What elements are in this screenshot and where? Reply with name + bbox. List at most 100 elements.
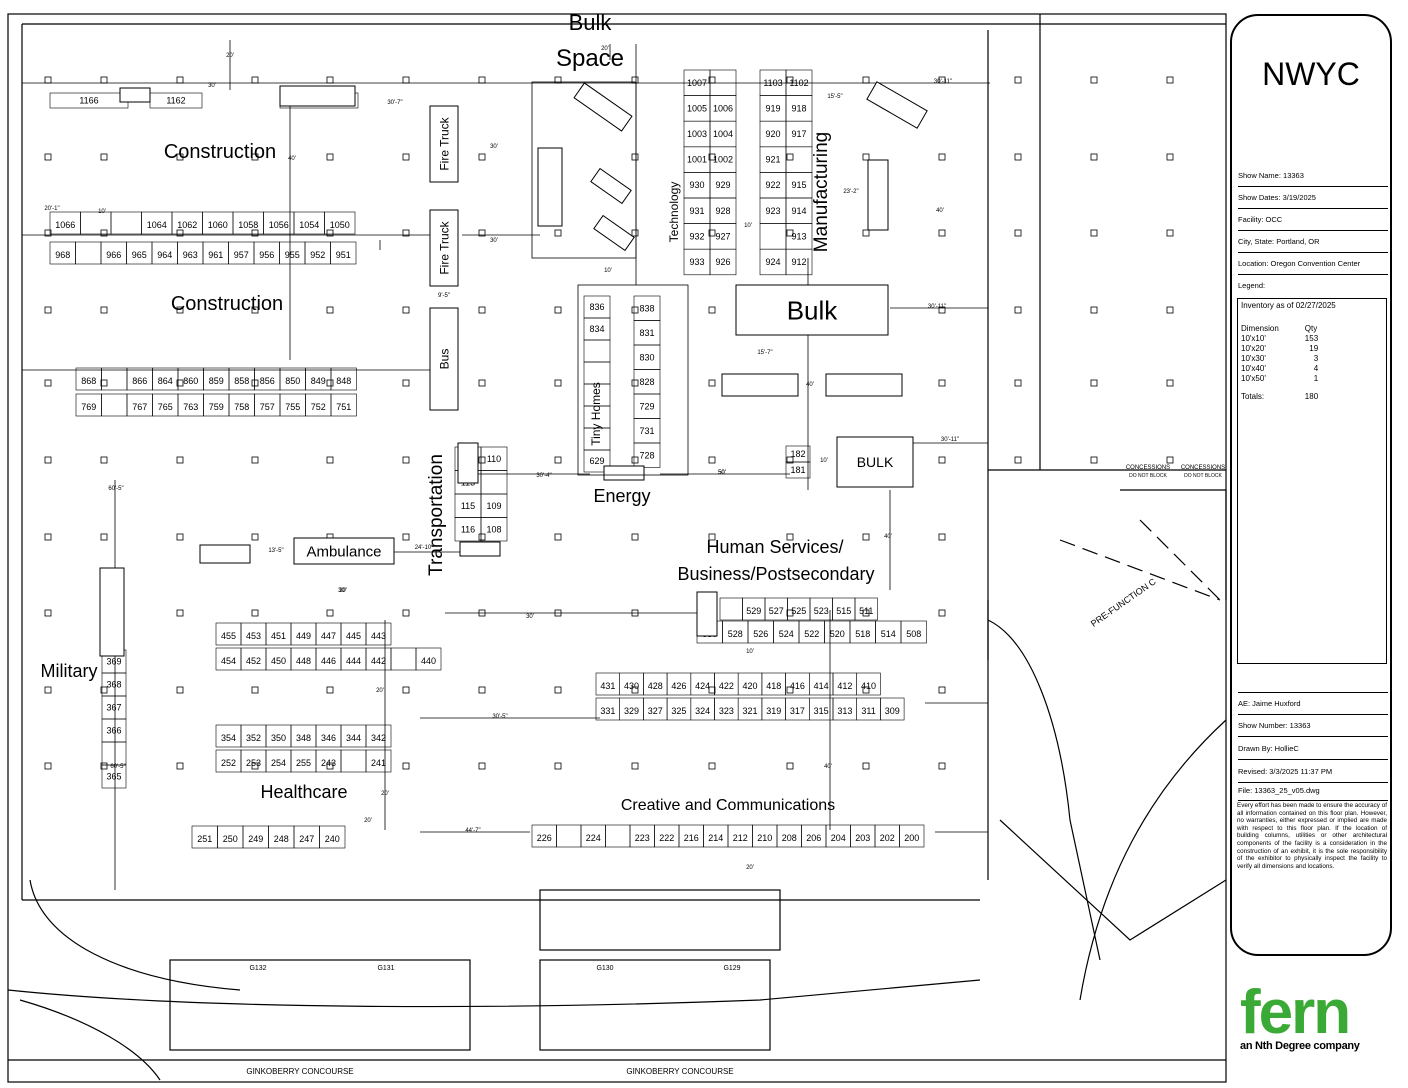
dimension-label: 23'-2" (843, 189, 858, 195)
column (1014, 306, 1022, 314)
booth (719, 597, 743, 621)
booth-number: 451 (271, 631, 286, 641)
booth (900, 620, 927, 644)
column (1166, 153, 1174, 161)
vehicle (459, 541, 501, 557)
column (554, 456, 562, 464)
zone-label: Tiny Homes (589, 382, 603, 446)
booth-number: 926 (715, 257, 730, 267)
column (1014, 153, 1022, 161)
booth-number: 454 (221, 656, 236, 666)
booth-number: 410 (861, 681, 876, 691)
booth-number: 342 (371, 733, 386, 743)
booth-number: 860 (183, 376, 198, 386)
column (1166, 379, 1174, 387)
totals-label: Totals: (1241, 392, 1265, 401)
booth (101, 393, 128, 417)
booth-number: 728 (639, 450, 654, 460)
column (44, 379, 52, 387)
inventory-dimension: 10'x30' (1241, 354, 1266, 363)
title-block-panel: NWYC Show Name: 13363 Show Dates: 3/19/2… (1230, 14, 1392, 956)
column (251, 229, 259, 237)
booth-number: 254 (271, 758, 286, 768)
booth-number: 1060 (208, 220, 228, 230)
column (176, 456, 184, 464)
dimension-label: 13'-5" (268, 548, 283, 554)
column (326, 153, 334, 161)
booth-number: 251 (197, 834, 212, 844)
city-state: City, State: Portland, OR (1238, 231, 1388, 253)
column (44, 533, 52, 541)
dimension-label: 10' (746, 649, 754, 655)
column (1090, 306, 1098, 314)
zone-label: Construction (164, 141, 276, 163)
column (554, 306, 562, 314)
dimension-label: 20' (226, 53, 234, 59)
column (1166, 306, 1174, 314)
booth-number: 448 (296, 656, 311, 666)
dimension-label: 20' (601, 46, 609, 52)
boxed-display: Ambulance (293, 537, 395, 565)
column (708, 686, 716, 694)
booth-number: 325 (671, 706, 686, 716)
booth-number: 329 (624, 706, 639, 716)
revised-date: Revised: 3/3/2025 11:37 PM (1238, 761, 1388, 783)
booth-number: 931 (689, 206, 704, 216)
column (862, 153, 870, 161)
column (862, 76, 870, 84)
booth-number: 1162 (166, 96, 185, 106)
column (251, 379, 259, 387)
zone-label: Transportation (426, 454, 447, 576)
column (631, 762, 639, 770)
booth-number: 932 (689, 231, 704, 241)
booth (709, 248, 737, 276)
booth-number: 181 (790, 465, 805, 475)
dimension-label: 30'-11" (934, 79, 952, 85)
vehicle (593, 214, 635, 252)
booth-number: 1056 (269, 220, 289, 230)
booth-number: 443 (371, 631, 386, 641)
dimension-label: 44'-7" (465, 828, 480, 834)
dimension-labels: 20'30'30'-7"30'40'30'20'10'50'30'-11"15'… (44, 46, 959, 871)
column (402, 686, 410, 694)
booth-number: 319 (766, 706, 781, 716)
inventory-qty: 3 (1313, 354, 1319, 363)
booth-number: 836 (589, 302, 604, 312)
booth (80, 211, 112, 235)
column (1166, 76, 1174, 84)
booth (330, 241, 357, 265)
booth-number: 346 (321, 733, 336, 743)
column (100, 229, 108, 237)
vehicle (696, 591, 718, 637)
column (402, 229, 410, 237)
column (478, 379, 486, 387)
dimension-label: 60'-5" (110, 764, 125, 770)
booth (319, 825, 346, 849)
column (631, 229, 639, 237)
booth (365, 724, 392, 748)
booth-number: 525 (791, 606, 806, 616)
column (554, 686, 562, 694)
column (786, 229, 794, 237)
booth-number: 348 (296, 733, 311, 743)
dimension-label: 50' (718, 470, 726, 476)
column (708, 229, 716, 237)
column (786, 762, 794, 770)
booth (415, 647, 442, 671)
dimension-label: 20' (376, 688, 384, 694)
inventory-qty: 153 (1304, 334, 1319, 343)
concessions-label: CONCESSIONS (1126, 465, 1170, 471)
dimension-label: 40' (884, 534, 892, 540)
column (938, 686, 946, 694)
column (631, 153, 639, 161)
show-dates: Show Dates: 3/19/2025 (1238, 187, 1388, 209)
booth-number: 921 (765, 155, 780, 165)
column (44, 456, 52, 464)
booth (583, 361, 611, 385)
booth-number: 352 (246, 733, 261, 743)
booth-number: 850 (285, 376, 300, 386)
booth-number: 204 (831, 833, 846, 843)
